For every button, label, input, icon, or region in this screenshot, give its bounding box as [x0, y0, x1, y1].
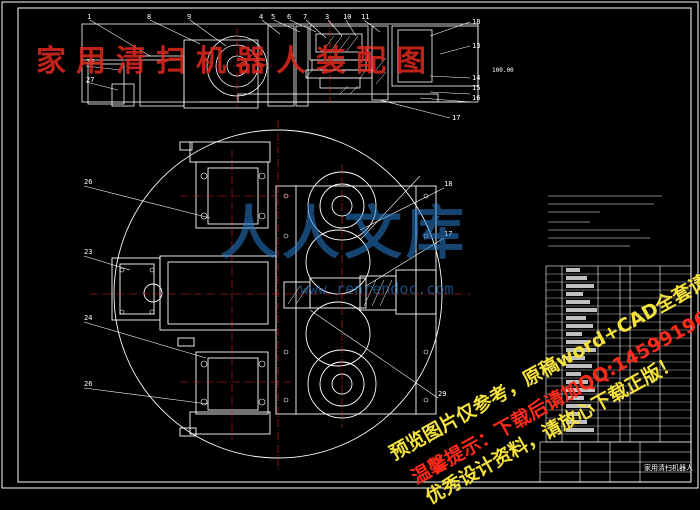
- svg-text:13: 13: [472, 42, 480, 50]
- svg-text:9: 9: [187, 13, 191, 21]
- elevation-centerlines: [200, 20, 331, 108]
- svg-text:24: 24: [84, 314, 92, 322]
- svg-text:11: 11: [361, 13, 369, 21]
- svg-text:18: 18: [444, 180, 452, 188]
- svg-text:17: 17: [452, 114, 460, 122]
- bom-entry-mark: [566, 380, 588, 384]
- bom-entry-mark: [566, 388, 595, 392]
- drawing-name: 家用清扫机器人: [644, 463, 693, 472]
- bom-entry-mark: [566, 372, 581, 376]
- bom-entry-mark: [566, 404, 591, 408]
- bom-entry-mark: [566, 332, 582, 336]
- svg-text:1: 1: [87, 13, 91, 21]
- svg-text:14: 14: [472, 74, 480, 82]
- bom-entry-mark: [566, 396, 584, 400]
- bom-entry-mark: [566, 428, 594, 432]
- elevation-leaders: [85, 19, 471, 119]
- svg-text:6: 6: [287, 13, 291, 21]
- outer-frame: [1, 1, 699, 489]
- bom-entry-mark: [566, 348, 596, 352]
- svg-text:17: 17: [444, 230, 452, 238]
- bom-entry-mark: [566, 268, 580, 272]
- svg-text:18: 18: [472, 18, 480, 26]
- elevation-callout-labels: 1 8 9 4 5 6 7 3 10 11 18 13 14 15 16 17 …: [86, 13, 514, 122]
- bom-entry-mark: [566, 356, 585, 360]
- assembly-drawing: 1 8 9 4 5 6 7 3 10 11 18 13 14 15 16 17 …: [1, 1, 699, 489]
- svg-text:5: 5: [271, 13, 275, 21]
- bom-entry-mark: [566, 316, 586, 320]
- bom-entry-mark: [566, 300, 590, 304]
- svg-text:16: 16: [472, 94, 480, 102]
- svg-text:4: 4: [259, 13, 263, 21]
- bom-entry-mark: [566, 364, 592, 368]
- bom-entry-mark: [566, 412, 580, 416]
- svg-text:26: 26: [84, 178, 92, 186]
- plan-centerlines: [90, 120, 470, 470]
- title-block: [539, 441, 692, 483]
- svg-text:8: 8: [147, 13, 151, 21]
- svg-text:3: 3: [325, 13, 329, 21]
- bom-entry-mark: [566, 284, 594, 288]
- svg-text:15: 15: [472, 84, 480, 92]
- svg-text:26: 26: [84, 380, 92, 388]
- bom-entry-mark: [566, 308, 597, 312]
- bom-rows: [546, 273, 691, 435]
- svg-text:23: 23: [84, 248, 92, 256]
- svg-text:26: 26: [86, 58, 94, 66]
- svg-text:7: 7: [303, 13, 307, 21]
- bom-entry-mark: [566, 292, 583, 296]
- bom-entries: [566, 268, 597, 432]
- inner-frame: [17, 7, 692, 483]
- site-watermark: 人人文库: [220, 199, 469, 267]
- plan-hatching: [287, 279, 393, 307]
- technical-notes: [548, 195, 662, 247]
- svg-text:100.00: 100.00: [492, 67, 514, 74]
- bom-entry-mark: [566, 340, 589, 344]
- svg-text:27: 27: [86, 76, 94, 84]
- plan-callout-labels: 26 23 24 26 18 17 29: [84, 178, 452, 398]
- title-watermark: 家用清扫机器人装配图: [36, 44, 436, 79]
- bom-entry-mark: [566, 324, 593, 328]
- plan-leaders: [83, 175, 445, 405]
- svg-text:10: 10: [343, 13, 351, 21]
- bom-entry-mark: [566, 420, 587, 424]
- elevation-hatching: [305, 35, 387, 95]
- bom-entry-mark: [566, 276, 587, 280]
- site-url-watermark: www.renrendoc.com: [300, 280, 454, 298]
- svg-text:29: 29: [438, 390, 446, 398]
